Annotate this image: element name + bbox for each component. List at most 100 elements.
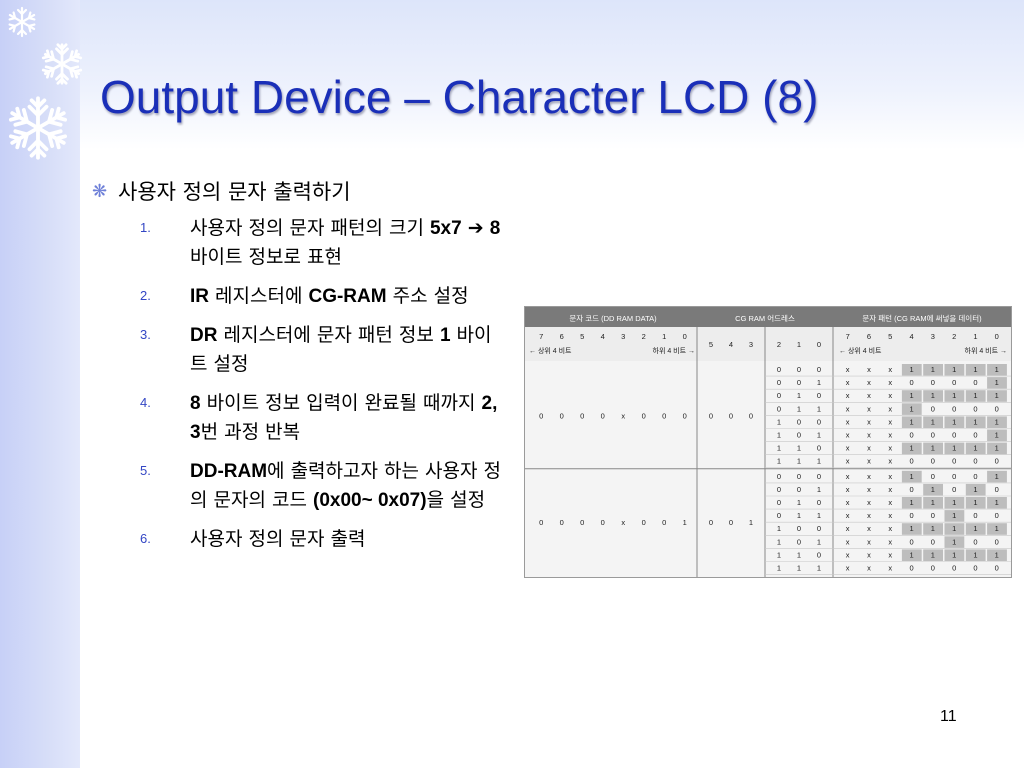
pattern-bit: x bbox=[867, 524, 871, 533]
pixel-on-cell bbox=[923, 364, 943, 376]
char-code-bit: 0 bbox=[642, 411, 646, 420]
pattern-bit: x bbox=[888, 457, 892, 466]
step-number: 1. bbox=[140, 220, 151, 235]
step-text-part: 을 설정 bbox=[426, 489, 486, 511]
lower-bits-label: 하위 4 비트 → bbox=[653, 346, 696, 355]
pattern-bit: 1 bbox=[909, 391, 913, 400]
pattern-bit: x bbox=[846, 537, 850, 546]
emphasis-text: (0x00~ 0x07) bbox=[313, 490, 427, 511]
title-band bbox=[80, 0, 1024, 150]
pattern-bit: 1 bbox=[931, 391, 935, 400]
snowflake-icon bbox=[41, 43, 83, 85]
char-code-bit: x bbox=[621, 411, 625, 420]
pattern-bit: 1 bbox=[973, 550, 977, 559]
pattern-bit: 0 bbox=[995, 404, 999, 413]
pattern-bit: 1 bbox=[931, 524, 935, 533]
pixel-on-cell bbox=[965, 483, 986, 496]
list-item: 3.DR 레지스터에 문자 패턴 정보 1 바이트 설정 bbox=[140, 321, 502, 379]
step-number: 6. bbox=[140, 531, 151, 546]
page-number: 11 bbox=[940, 708, 957, 725]
address-bit: 0 bbox=[709, 518, 713, 527]
pixel-on-cell bbox=[901, 390, 922, 402]
pixel-on-cell bbox=[944, 549, 965, 561]
char-code-bit: 0 bbox=[601, 518, 605, 527]
address-bit: 1 bbox=[817, 564, 821, 573]
tick-label: 7 bbox=[539, 332, 543, 341]
step-text: DD-RAM에 출력하고자 하는 사용자 정의 문자의 코드 (0x00~ 0x… bbox=[190, 457, 502, 515]
pixel-on-cell bbox=[987, 364, 1007, 376]
pattern-bit: 1 bbox=[952, 444, 956, 453]
tick-label: 6 bbox=[560, 332, 564, 341]
pattern-bit: 0 bbox=[909, 378, 913, 387]
pixel-on-cell bbox=[944, 523, 965, 535]
pattern-bit: 0 bbox=[952, 485, 956, 494]
address-bit: 0 bbox=[777, 365, 781, 374]
pattern-bit: 1 bbox=[995, 550, 999, 559]
pattern-bit: x bbox=[888, 404, 892, 413]
pattern-bit: x bbox=[867, 550, 871, 559]
pixel-on-cell bbox=[944, 497, 965, 509]
pixel-on-cell bbox=[901, 364, 922, 376]
emphasis-text: 1 bbox=[439, 325, 451, 346]
pixel-on-cell bbox=[901, 523, 922, 535]
pattern-bit: x bbox=[888, 444, 892, 453]
pattern-bit: x bbox=[846, 365, 850, 374]
pattern-bit: 1 bbox=[952, 417, 956, 426]
pattern-bit: 0 bbox=[995, 511, 999, 520]
pixel-on-cell bbox=[944, 390, 965, 402]
pattern-bit: 0 bbox=[931, 511, 935, 520]
pixel-on-cell bbox=[987, 442, 1007, 455]
pixel-on-cell bbox=[944, 510, 965, 522]
pattern-bit: 1 bbox=[973, 444, 977, 453]
tick-label: 4 bbox=[909, 332, 913, 341]
pattern-bit: 1 bbox=[931, 485, 935, 494]
address-bit: 1 bbox=[777, 537, 781, 546]
step-text: IR 레지스터에 CG-RAM 주소 설정 bbox=[190, 282, 469, 311]
tick-label: 4 bbox=[729, 340, 733, 349]
cg-address-header: CG RAM 어드레스 bbox=[735, 313, 795, 323]
pattern-bit: 0 bbox=[909, 537, 913, 546]
pattern-bit: 1 bbox=[909, 524, 913, 533]
tick-label: 3 bbox=[621, 332, 625, 341]
pattern-bit: 0 bbox=[909, 431, 913, 440]
pattern-bit: 0 bbox=[995, 457, 999, 466]
address-bit: 0 bbox=[817, 498, 821, 507]
pattern-bit: x bbox=[846, 564, 850, 573]
pixel-on-cell bbox=[901, 403, 922, 415]
table-subheader-band bbox=[525, 327, 1011, 361]
pattern-bit: 1 bbox=[995, 378, 999, 387]
pattern-bit: x bbox=[867, 564, 871, 573]
step-text: 사용자 정의 문자 출력 bbox=[190, 525, 365, 554]
pattern-bit: x bbox=[888, 485, 892, 494]
tick-label: 4 bbox=[601, 332, 605, 341]
pattern-bit: 1 bbox=[973, 365, 977, 374]
section-heading: 사용자 정의 문자 출력하기 bbox=[118, 180, 351, 204]
pattern-bit: 1 bbox=[931, 498, 935, 507]
pattern-bit: 1 bbox=[973, 391, 977, 400]
address-bit: 0 bbox=[709, 411, 713, 420]
tick-label: 1 bbox=[797, 340, 801, 349]
tick-label: 3 bbox=[931, 332, 935, 341]
bullet-heading: ❋ 사용자 정의 문자 출력하기 bbox=[92, 176, 351, 206]
pattern-bit: 0 bbox=[995, 564, 999, 573]
char-code-bit: 0 bbox=[539, 411, 543, 420]
pattern-bit: 0 bbox=[952, 457, 956, 466]
pattern-bit: x bbox=[846, 391, 850, 400]
pixel-on-cell bbox=[965, 390, 986, 402]
address-bit: 1 bbox=[777, 431, 781, 440]
address-bit: 1 bbox=[817, 537, 821, 546]
pattern-bit: x bbox=[846, 472, 850, 481]
pixel-on-cell bbox=[923, 523, 943, 535]
address-bit: 1 bbox=[777, 524, 781, 533]
pattern-bit: 1 bbox=[909, 472, 913, 481]
address-bit: 1 bbox=[797, 564, 801, 573]
pattern-bit: 0 bbox=[931, 378, 935, 387]
pixel-on-cell bbox=[901, 497, 922, 509]
pattern-bit: 1 bbox=[995, 417, 999, 426]
pattern-bit: 0 bbox=[931, 537, 935, 546]
address-bit: 0 bbox=[797, 378, 801, 387]
pattern-bit: x bbox=[867, 417, 871, 426]
pattern-bit: 1 bbox=[995, 472, 999, 481]
